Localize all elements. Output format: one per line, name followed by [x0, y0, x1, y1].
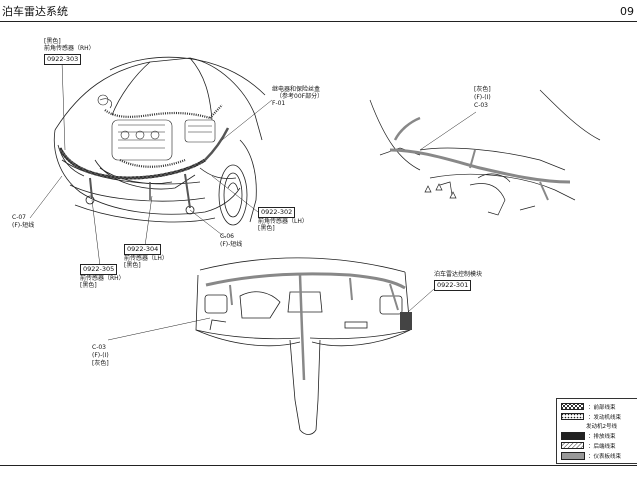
label-rh-front-name: 前传感器（RH） — [80, 275, 125, 282]
dash-harness-top — [389, 116, 571, 201]
parking-module-shape — [400, 312, 412, 330]
header-rule — [0, 21, 637, 22]
legend-swatch-dots — [561, 412, 584, 420]
label-lh-corner-color: [黑色] — [258, 225, 275, 232]
legend-item: 发动机2号线 — [561, 421, 617, 430]
label-lh-corner-name: 前角传感器（LH） — [258, 218, 308, 225]
leader-c03-top — [419, 111, 477, 151]
footer-rule — [0, 465, 637, 466]
label-c06-desc: (F)-短线 — [220, 241, 243, 248]
connector-0922-304: 0922-304 — [124, 244, 162, 255]
page-number: 09 — [620, 5, 634, 18]
connector-0922-305: 0922-305 — [80, 264, 118, 275]
engine-harness — [104, 104, 223, 168]
legend-label: ：排放线束 — [588, 433, 616, 440]
dashboard-illustration — [195, 257, 411, 435]
legend-swatch-black — [561, 431, 585, 440]
legend-label: ：前部线束 — [588, 404, 616, 411]
label-lh-front-color: [黑色] — [124, 262, 141, 269]
legend-item: ：排放线束 — [561, 431, 616, 440]
legend-label: ：发动机线束 — [588, 414, 622, 421]
legend-swatch-gray — [561, 451, 585, 460]
legend-swatch-hatch — [561, 441, 584, 449]
label-c06-code: C-06 — [220, 233, 234, 240]
legend-label: ：后端线束 — [588, 443, 616, 450]
label-c07-code: C-07 — [12, 214, 26, 221]
legend-item: ：发动机线束 — [561, 412, 621, 421]
legend-label: ：仪表板线束 — [588, 453, 622, 460]
label-c03-top-color: [灰色] — [474, 86, 491, 93]
label-rh-corner-name: 前角传感器（RH） — [44, 45, 95, 52]
page-title: 泊车雷达系统 — [2, 5, 68, 18]
engine-block — [97, 94, 216, 161]
dash-harness-bottom — [205, 272, 406, 381]
legend-item: ：后端线束 — [561, 441, 616, 450]
label-c03-top-code: C-03 — [474, 102, 488, 109]
label-c03-bottom-type: (F)-(I) — [92, 352, 109, 359]
label-rh-front-color: [黑色] — [80, 282, 97, 289]
legend-item: ：仪表板线束 — [561, 451, 621, 460]
label-relay-box-line2: （参考00F部分） — [276, 93, 324, 100]
harness-legend: ：前部线束 ：发动机线束 发动机2号线 ：排放线束 ：后端线束 ：仪表板线束 — [556, 398, 637, 464]
module-area-illustration — [369, 89, 601, 216]
connector-0922-303: 0922-303 — [44, 54, 82, 65]
legend-item: ：前部线束 — [561, 402, 616, 411]
legend-label: 发动机2号线 — [586, 423, 617, 430]
label-c03-top-type: (F)-(I) — [474, 94, 491, 101]
label-relay-box-code: F-01 — [272, 100, 286, 107]
label-c03-bottom-color: [灰色] — [92, 360, 109, 367]
connector-0922-301: 0922-301 — [434, 280, 472, 291]
label-rh-corner-color: [黑色] — [44, 38, 61, 45]
label-c07-desc: (F)-短线 — [12, 222, 35, 229]
leader-lines-front — [29, 61, 273, 267]
label-module-name: 泊车雷达控制模块 — [434, 271, 483, 278]
car-front-illustration — [53, 56, 266, 226]
label-c03-bottom-code: C-03 — [92, 344, 106, 351]
legend-swatch-checker — [561, 402, 584, 410]
leader-c03-bottom — [107, 317, 211, 341]
front-harness — [58, 127, 230, 209]
connector-0922-302: 0922-302 — [258, 207, 296, 218]
label-lh-front-name: 前传感器（LH） — [124, 255, 168, 262]
label-relay-box-line1: 继电器和保险丝盒 — [272, 86, 321, 93]
leader-module — [407, 288, 435, 313]
